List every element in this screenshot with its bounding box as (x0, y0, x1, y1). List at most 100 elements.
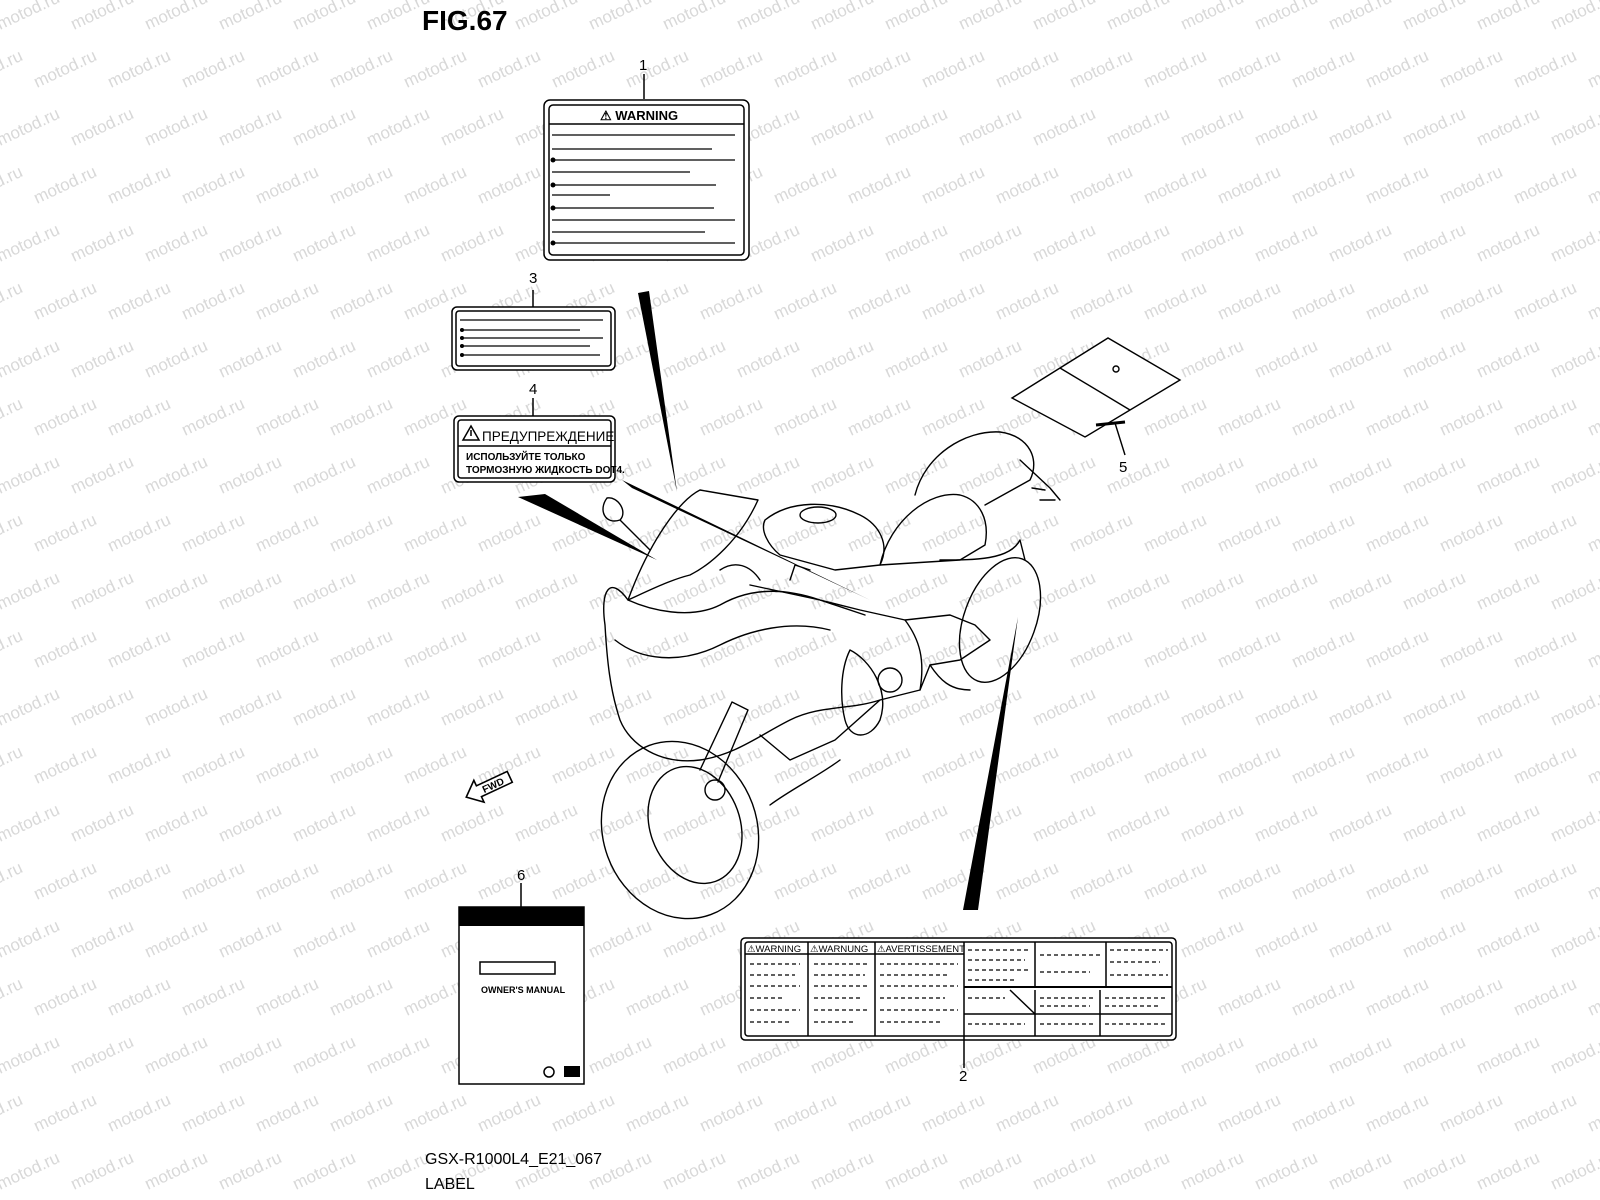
watermark-text: motod.ru (956, 336, 1025, 382)
watermark-text: motod.ru (290, 1148, 359, 1194)
watermark-text: motod.ru (216, 104, 285, 150)
watermark-text: motod.ru (290, 336, 359, 382)
watermark-text: motod.ru (253, 510, 322, 556)
figure-title: FIG.67 (422, 5, 508, 36)
watermark-text: motod.ru (1178, 0, 1247, 34)
label-4-russian-warning (453, 398, 616, 483)
watermark-text: motod.ru (290, 1032, 359, 1078)
watermark-text: motod.ru (68, 104, 137, 150)
watermark-text: motod.ru (1585, 742, 1600, 788)
watermark-text: motod.ru (697, 278, 766, 324)
watermark-text: motod.ru (1400, 452, 1469, 498)
callout-1: 1 (639, 57, 648, 74)
russian-warning-line-2: ТОРМОЗНУЮ ЖИДКОСТЬ DOT4. (466, 465, 625, 476)
watermark-text: motod.ru (1215, 626, 1284, 672)
watermark-text: motod.ru (660, 1148, 729, 1194)
watermark-text: motod.ru (364, 336, 433, 382)
watermark-text: motod.ru (1585, 626, 1600, 672)
watermark-text: motod.ru (549, 46, 618, 92)
watermark-text: motod.ru (1141, 742, 1210, 788)
watermark-text: motod.ru (993, 1090, 1062, 1136)
watermark-text: motod.ru (105, 278, 174, 324)
watermark-text: motod.ru (142, 220, 211, 266)
watermark-text: motod.ru (845, 394, 914, 440)
watermark-text: motod.ru (1437, 974, 1506, 1020)
watermark-text: motod.ru (808, 1148, 877, 1194)
watermark-text: motod.ru (919, 1090, 988, 1136)
watermark-text: motod.ru (364, 800, 433, 846)
watermark-text: motod.ru (1104, 684, 1173, 730)
watermark-text: motod.ru (1252, 1148, 1321, 1194)
leader-wedges (518, 291, 1018, 910)
watermark-text: motod.ru (1215, 510, 1284, 556)
watermark-text: motod.ru (1363, 394, 1432, 440)
watermark-text: motod.ru (31, 1090, 100, 1136)
watermark-text: motod.ru (327, 626, 396, 672)
watermark-text: motod.ru (0, 916, 62, 962)
watermark-text: motod.ru (771, 278, 840, 324)
figure-name: LABEL (425, 1176, 475, 1193)
watermark-text: motod.ru (1326, 336, 1395, 382)
watermark-text: motod.ru (216, 916, 285, 962)
watermark-text: motod.ru (105, 510, 174, 556)
watermark-text: motod.ru (327, 510, 396, 556)
watermark-text: motod.ru (216, 452, 285, 498)
watermark-text: motod.ru (401, 858, 470, 904)
watermark-text: motod.ru (179, 162, 248, 208)
watermark-text: motod.ru (1215, 278, 1284, 324)
watermark-text: motod.ru (1474, 220, 1543, 266)
watermark-text: motod.ru (105, 162, 174, 208)
watermark-text: motod.ru (105, 1090, 174, 1136)
label-2-multilanguage (740, 937, 1177, 1068)
watermark-text: motod.ru (1326, 104, 1395, 150)
watermark-text: motod.ru (68, 800, 137, 846)
watermark-text: motod.ru (290, 0, 359, 34)
watermark-text: motod.ru (253, 394, 322, 440)
watermark-text: motod.ru (1289, 162, 1358, 208)
watermark-text: motod.ru (1252, 916, 1321, 962)
watermark-text: motod.ru (919, 162, 988, 208)
watermark-text: motod.ru (179, 626, 248, 672)
owners-manual-title: OWNER'S MANUAL (481, 985, 566, 995)
watermark-text: motod.ru (1437, 858, 1506, 904)
callout-5: 5 (1119, 459, 1128, 476)
watermark-text: motod.ru (475, 162, 544, 208)
watermark-text: motod.ru (327, 1090, 396, 1136)
watermark-text: motod.ru (1585, 278, 1600, 324)
watermark-text: motod.ru (0, 220, 62, 266)
watermark-text: motod.ru (771, 742, 840, 788)
watermark-text: motod.ru (105, 394, 174, 440)
watermark-text: motod.ru (1400, 568, 1469, 614)
watermark-text: motod.ru (1400, 916, 1469, 962)
watermark-text: motod.ru (993, 162, 1062, 208)
watermark-text: motod.ru (1474, 916, 1543, 962)
watermark-text: motod.ru (1474, 800, 1543, 846)
watermark-text: motod.ru (882, 568, 951, 614)
watermark-text: motod.ru (68, 220, 137, 266)
watermark-text: motod.ru (1178, 684, 1247, 730)
watermark-text: motod.ru (1289, 510, 1358, 556)
watermark-text: motod.ru (253, 626, 322, 672)
watermark-text: motod.ru (1067, 278, 1136, 324)
watermark-text: motod.ru (364, 684, 433, 730)
watermark-text: motod.ru (993, 510, 1062, 556)
watermark-text: motod.ru (1437, 626, 1506, 672)
watermark-text: motod.ru (882, 1148, 951, 1194)
watermark-text: motod.ru (1548, 568, 1600, 614)
watermark-text: motod.ru (1289, 278, 1358, 324)
watermark-text: motod.ru (253, 974, 322, 1020)
watermark-text: motod.ru (1548, 1032, 1600, 1078)
watermark-text: motod.ru (1474, 104, 1543, 150)
watermark-text: motod.ru (438, 800, 507, 846)
figure-code: GSX-R1000L4_E21_067 (425, 1151, 603, 1168)
watermark-text: motod.ru (623, 1090, 692, 1136)
watermark-text: motod.ru (1104, 568, 1173, 614)
watermark-text: motod.ru (660, 452, 729, 498)
watermark-text: motod.ru (31, 858, 100, 904)
watermark-text: motod.ru (1548, 1148, 1600, 1194)
watermark-text: motod.ru (623, 974, 692, 1020)
watermark-text: motod.ru (1141, 278, 1210, 324)
watermark-text: motod.ru (0, 626, 25, 672)
watermark-text: motod.ru (31, 394, 100, 440)
watermark-text: motod.ru (660, 0, 729, 34)
